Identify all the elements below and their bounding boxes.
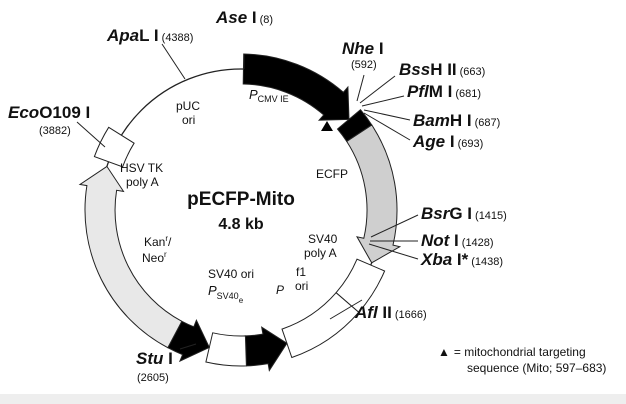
site-label-pfl: PflM I(681) xyxy=(407,82,481,101)
label-sv40pa-1: SV40 xyxy=(308,232,338,246)
plasmid-name: pECFP-Mito xyxy=(187,189,295,210)
site-label-nhe: Nhe I xyxy=(342,39,384,58)
site-label-bam: BamH I(687) xyxy=(413,111,500,130)
site-label-stu: Stu I xyxy=(136,349,173,368)
label-f1-2: ori xyxy=(295,279,308,293)
label-hsv-2: poly A xyxy=(126,175,159,189)
sv40-ori-box xyxy=(205,332,247,367)
legend-line-1: ▲= mitochondrial targeting xyxy=(438,345,586,359)
p-promoter-arrow xyxy=(244,326,288,372)
site-pos-eco: (3882) xyxy=(39,125,71,137)
label-puc-1: pUC xyxy=(176,99,200,113)
label-psv40: PSV40e xyxy=(208,283,244,305)
label-p-small: P xyxy=(276,283,284,297)
label-hsv-1: HSV TK xyxy=(120,161,163,175)
restriction-sites: Ase I(8) Nhe I (592) BssH II(663) PflM I… xyxy=(8,8,507,384)
site-label-bsrg: BsrG I(1415) xyxy=(421,204,507,223)
site-label-age: Age I(693) xyxy=(412,132,483,151)
ecfp-arrow xyxy=(346,124,402,264)
site-label-xba: Xba I*(1438) xyxy=(420,250,503,269)
site-label-bss: BssH II(663) xyxy=(399,60,485,79)
mito-marker-triangle xyxy=(321,121,333,131)
legend-line-2: sequence (Mito; 597–683) xyxy=(467,361,606,375)
label-puc-2: ori xyxy=(182,113,195,127)
site-label-ase: Ase I(8) xyxy=(215,8,273,27)
site-ticks xyxy=(76,43,419,350)
label-kan: Kanr/ xyxy=(144,234,172,249)
footer-bar xyxy=(0,394,626,404)
site-label-eco: EcoO109 I xyxy=(8,103,90,122)
label-pcmv: PCMV IE xyxy=(249,87,289,104)
cmv-promoter-arrow xyxy=(242,53,350,121)
plasmid-size: 4.8 kb xyxy=(218,216,264,233)
site-pos-stu: (2605) xyxy=(137,372,169,384)
site-pos-nhe: (592) xyxy=(351,59,377,71)
label-f1-1: f1 xyxy=(296,265,306,279)
legend-triangle-icon: ▲ xyxy=(438,345,450,359)
site-label-apa: ApaL I(4388) xyxy=(106,26,193,45)
site-label-afl: Afl II(1666) xyxy=(354,303,427,322)
label-ecfp: ECFP xyxy=(316,167,348,181)
label-sv40ori: SV40 ori xyxy=(208,267,254,281)
kan-neo-arrow xyxy=(78,165,183,349)
feature-labels: PCMV IE ECFP pUC ori HSV TK poly A Kanr/… xyxy=(120,87,348,305)
site-label-not: Not I(1428) xyxy=(421,231,494,250)
f1-ori-box xyxy=(281,291,360,359)
label-neo: Neor xyxy=(142,250,167,265)
label-sv40pa-2: poly A xyxy=(304,246,337,260)
hsv-tk-polya-box xyxy=(93,126,135,168)
